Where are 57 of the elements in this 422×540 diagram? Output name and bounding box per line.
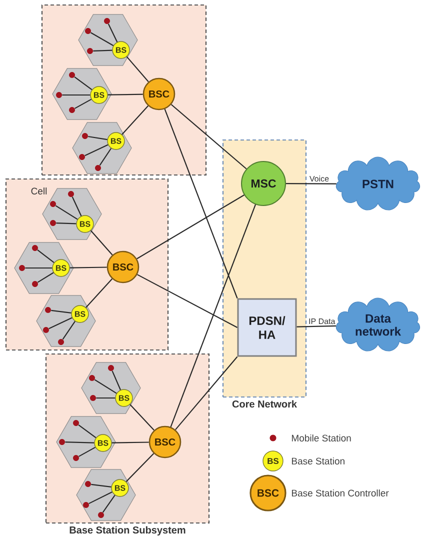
connector-line bbox=[126, 56, 149, 82]
connector-line bbox=[88, 136, 108, 140]
connector-line bbox=[37, 250, 54, 264]
connector-line bbox=[86, 278, 112, 308]
connector-line bbox=[72, 196, 82, 216]
connector-line bbox=[94, 379, 117, 394]
connector-line bbox=[170, 204, 256, 428]
connector-line bbox=[112, 370, 121, 390]
connector-line bbox=[112, 442, 149, 444]
connector-line bbox=[62, 94, 90, 96]
connector-line bbox=[136, 194, 244, 260]
connector-line bbox=[37, 272, 54, 283]
connector-line bbox=[99, 148, 112, 166]
connector-line bbox=[74, 98, 92, 109]
connector-line bbox=[84, 144, 108, 156]
connector-line bbox=[56, 222, 76, 224]
connector-line bbox=[296, 325, 336, 328]
connector-line bbox=[74, 76, 92, 90]
connector-line bbox=[91, 484, 112, 488]
edge-label: Voice bbox=[308, 174, 330, 182]
connector-line bbox=[102, 494, 116, 513]
edge-label: IP Data bbox=[308, 318, 336, 325]
connector-line bbox=[175, 356, 238, 430]
connector-line bbox=[126, 453, 154, 482]
connector-line bbox=[130, 404, 154, 431]
connector-line bbox=[62, 321, 76, 340]
connector-line bbox=[25, 267, 52, 269]
connector-line bbox=[93, 50, 112, 52]
connector-line bbox=[170, 104, 247, 170]
network-cloud: PSTN bbox=[336, 156, 420, 210]
network-cloud: Data network bbox=[336, 298, 420, 352]
legend-sample: BSC bbox=[250, 474, 286, 512]
legend-text: Base Station Controller bbox=[292, 490, 389, 496]
connector-line bbox=[286, 183, 336, 184]
connector-line bbox=[90, 32, 114, 46]
connector-line bbox=[90, 230, 113, 256]
process-box: PDSN/ HA bbox=[237, 298, 297, 357]
connector-line bbox=[108, 94, 143, 96]
legend-sample: BS bbox=[262, 450, 284, 472]
connector-line bbox=[108, 24, 118, 42]
region-label: Core Network bbox=[232, 400, 297, 408]
connector-line bbox=[78, 446, 96, 457]
connector-line bbox=[164, 108, 238, 298]
legend-text: Base Station bbox=[292, 458, 344, 464]
region-label: Base Station Subsystem bbox=[70, 526, 186, 536]
connector-line bbox=[137, 274, 238, 328]
connector-line bbox=[51, 310, 72, 314]
connector-line bbox=[88, 491, 112, 504]
cell-label: Cell bbox=[31, 188, 47, 194]
connector-line bbox=[55, 205, 78, 220]
connector-line bbox=[65, 442, 94, 444]
connector-line bbox=[96, 397, 116, 399]
connector-line bbox=[70, 266, 107, 268]
connector-line bbox=[122, 106, 148, 135]
connector-line bbox=[78, 424, 96, 438]
legend-text: Mobile Station bbox=[292, 434, 351, 442]
connector-line bbox=[48, 317, 72, 330]
